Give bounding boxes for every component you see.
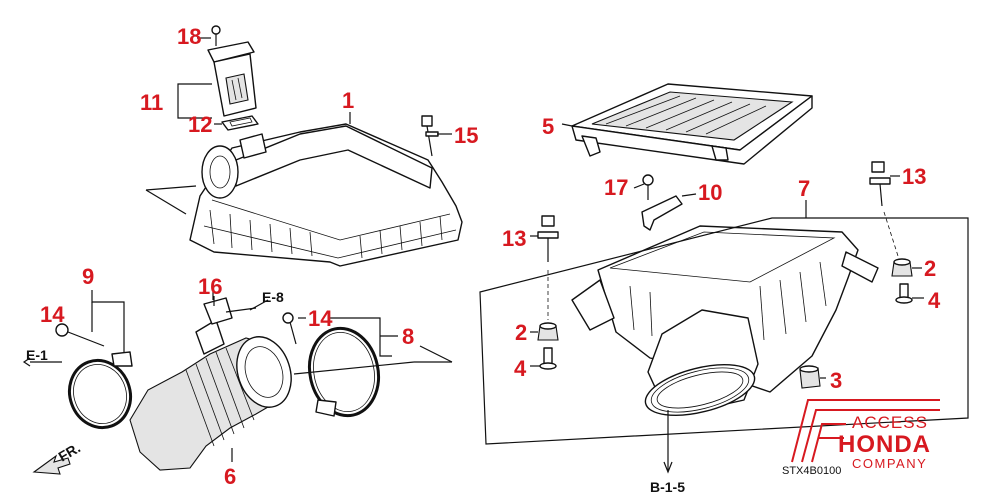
grommet-2-left (537, 322, 559, 341)
callout-11: 11 (140, 90, 163, 115)
callout-2-right: 2 (924, 256, 936, 281)
bolt-15 (421, 115, 439, 157)
grommet-3 (799, 365, 821, 389)
screw-14-left (55, 323, 105, 347)
callout-8: 8 (402, 324, 414, 349)
air-cleaner-element (571, 83, 813, 165)
ref-b15: B-1-5 (650, 479, 685, 495)
callout-1: 1 (342, 88, 354, 113)
callout-13-right: 13 (902, 164, 926, 189)
logo-line-access: ACCESS (852, 413, 928, 432)
callout-5: 5 (542, 114, 554, 139)
callout-14-right: 14 (308, 306, 333, 331)
callout-14-left: 14 (40, 302, 65, 327)
screw-14-right (282, 312, 297, 345)
callout-3: 3 (830, 368, 842, 393)
ref-e1: E-1 (26, 347, 48, 363)
sensor-gasket (221, 115, 259, 131)
logo-line-honda: HONDA (838, 431, 931, 458)
air-cleaner-case (571, 225, 879, 416)
grommet-2-right (891, 258, 913, 277)
callout-18: 18 (177, 24, 201, 49)
callout-12: 12 (188, 112, 212, 137)
collar-4-right (895, 283, 913, 304)
callout-16: 16 (198, 274, 222, 299)
air-cleaner-cover (189, 123, 463, 267)
callout-4-right: 4 (928, 288, 941, 313)
bolt-13-left (537, 215, 559, 262)
intake-tube (129, 319, 292, 471)
callout-17: 17 (604, 175, 628, 200)
logo-line-company: COMPANY (852, 456, 927, 471)
callout-13-left: 13 (502, 226, 526, 251)
bracket-10 (641, 174, 683, 231)
clamp-16 (203, 296, 257, 325)
hose-band-8 (308, 326, 380, 418)
callout-7: 7 (798, 176, 810, 201)
callout-6: 6 (224, 464, 236, 489)
diagram-code: STX4B0100 (782, 465, 841, 477)
callout-2-left: 2 (515, 320, 527, 345)
air-flow-sensor (207, 25, 257, 117)
hose-band-9 (68, 351, 133, 430)
callout-9: 9 (82, 264, 94, 289)
callout-15: 15 (454, 123, 478, 148)
bolt-13-right (869, 161, 891, 207)
callout-10: 10 (698, 180, 722, 205)
collar-4-left (539, 347, 557, 370)
access-honda-logo: ACCESS HONDA COMPANY (791, 399, 940, 471)
callout-4-left: 4 (514, 356, 527, 381)
ref-e8: E-8 (262, 289, 284, 305)
